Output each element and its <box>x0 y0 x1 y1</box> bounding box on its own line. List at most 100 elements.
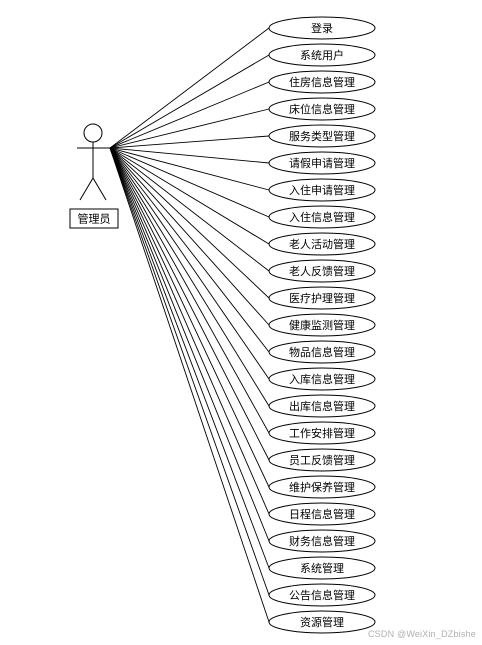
use-case-ellipse <box>268 16 376 40</box>
association-line <box>109 147 270 515</box>
use-case-label: 物品信息管理 <box>289 345 355 359</box>
use-case-label: 员工反馈管理 <box>289 453 355 467</box>
use-case-label: 登录 <box>311 21 333 35</box>
use-case: 入住申请管理 <box>268 178 376 202</box>
association-line <box>109 147 270 299</box>
watermark: CSDN @WeiXin_DZbishe <box>367 629 476 639</box>
actor-label: 管理员 <box>78 212 111 226</box>
use-case: 公告信息管理 <box>268 583 376 607</box>
actor-head <box>83 123 103 143</box>
actor-left-leg <box>79 177 94 201</box>
association-line <box>109 147 270 488</box>
use-case-ellipse <box>268 70 376 94</box>
association-line <box>109 147 270 326</box>
use-case: 床位信息管理 <box>268 97 376 121</box>
use-case: 老人反馈管理 <box>268 259 376 283</box>
use-case: 日程信息管理 <box>268 502 376 526</box>
use-case-label: 系统用户 <box>300 48 344 62</box>
actor: 管理员 <box>69 123 119 229</box>
use-case-label: 健康监测管理 <box>289 318 355 332</box>
use-case-label: 资源管理 <box>300 615 344 629</box>
association-line <box>109 147 270 245</box>
use-case: 住房信息管理 <box>268 70 376 94</box>
use-case-label: 财务信息管理 <box>289 534 355 548</box>
use-case: 系统管理 <box>268 556 376 580</box>
use-case-label: 工作安排管理 <box>289 426 355 440</box>
use-case-list: 登录系统用户住房信息管理床位信息管理服务类型管理请假申请管理入住申请管理入住信息… <box>268 16 376 634</box>
association-line <box>109 147 270 596</box>
use-case-ellipse <box>268 178 376 202</box>
use-case-ellipse <box>268 448 376 472</box>
use-case: 维护保养管理 <box>268 475 376 499</box>
use-case-ellipse <box>268 421 376 445</box>
use-case-label: 请假申请管理 <box>289 156 355 170</box>
use-case-ellipse <box>268 313 376 337</box>
use-case: 登录 <box>268 16 376 40</box>
use-case-label: 出库信息管理 <box>289 399 355 413</box>
use-case-ellipse <box>268 475 376 499</box>
use-case-ellipse <box>268 367 376 391</box>
use-case-ellipse <box>268 232 376 256</box>
use-case-ellipse <box>268 286 376 310</box>
use-case: 服务类型管理 <box>268 124 376 148</box>
use-case: 健康监测管理 <box>268 313 376 337</box>
use-case: 老人活动管理 <box>268 232 376 256</box>
use-case-ellipse <box>268 124 376 148</box>
use-case-label: 入住申请管理 <box>289 183 355 197</box>
use-case-ellipse <box>268 151 376 175</box>
actor-label-box <box>69 208 119 229</box>
use-case-ellipse <box>268 394 376 418</box>
use-case: 请假申请管理 <box>268 151 376 175</box>
use-case-label: 床位信息管理 <box>289 102 355 116</box>
use-case-label: 维护保养管理 <box>289 480 355 494</box>
association-line <box>109 147 270 461</box>
use-case-label: 服务类型管理 <box>289 129 355 143</box>
association-line <box>109 147 270 164</box>
association-line <box>109 147 270 407</box>
use-case-ellipse <box>268 340 376 364</box>
association-line <box>109 108 270 149</box>
use-case-ellipse <box>268 97 376 121</box>
association-line <box>109 147 270 569</box>
association-line <box>109 147 270 191</box>
use-case-ellipse <box>268 556 376 580</box>
association-line <box>109 147 270 380</box>
use-case-label: 日程信息管理 <box>289 507 355 521</box>
association-line <box>109 27 270 149</box>
use-case: 物品信息管理 <box>268 340 376 364</box>
use-case-ellipse <box>268 502 376 526</box>
association-line <box>109 147 270 623</box>
use-case-label: 系统管理 <box>300 561 344 575</box>
association-line <box>109 147 270 434</box>
association-line <box>109 54 270 149</box>
use-case-label: 入库信息管理 <box>289 372 355 386</box>
use-case-ellipse <box>268 205 376 229</box>
use-case-label: 医疗护理管理 <box>289 291 355 305</box>
association-line <box>109 147 270 353</box>
use-case: 员工反馈管理 <box>268 448 376 472</box>
use-case-ellipse <box>268 610 376 634</box>
association-line <box>109 147 270 542</box>
use-case: 工作安排管理 <box>268 421 376 445</box>
association-line <box>109 81 270 149</box>
use-case: 财务信息管理 <box>268 529 376 553</box>
association-line <box>109 147 270 218</box>
use-case: 入住信息管理 <box>268 205 376 229</box>
use-case-ellipse <box>268 43 376 67</box>
use-case-label: 住房信息管理 <box>289 75 355 89</box>
use-case: 入库信息管理 <box>268 367 376 391</box>
use-case-label: 老人活动管理 <box>289 237 355 251</box>
use-case: 系统用户 <box>268 43 376 67</box>
use-case-label: 老人反馈管理 <box>289 264 355 278</box>
association-lines <box>109 27 270 623</box>
use-case: 资源管理 <box>268 610 376 634</box>
use-case-ellipse <box>268 259 376 283</box>
use-case-label: 公告信息管理 <box>289 588 355 602</box>
association-line <box>109 135 270 149</box>
use-case: 出库信息管理 <box>268 394 376 418</box>
actor-right-leg <box>92 177 107 201</box>
use-case-ellipse <box>268 583 376 607</box>
association-line <box>109 147 270 272</box>
